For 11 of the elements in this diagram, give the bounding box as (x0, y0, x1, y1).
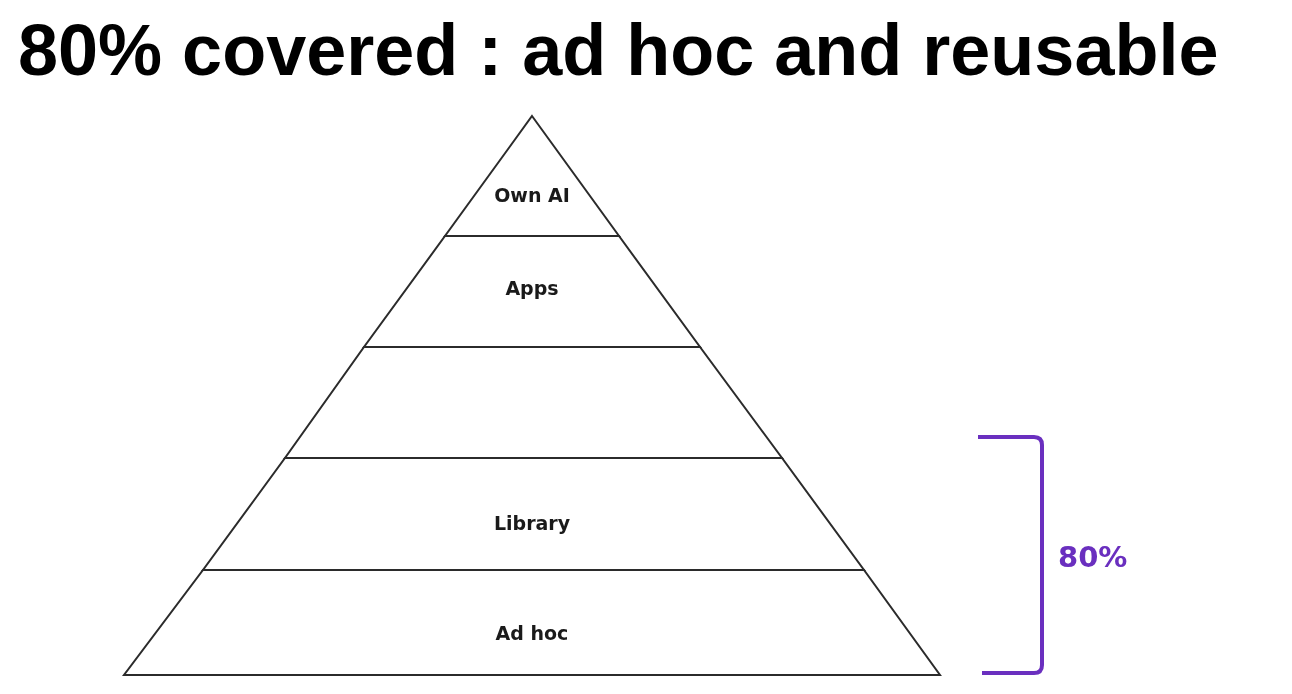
pyramid-tier (364, 236, 700, 347)
pyramid-tier (124, 570, 940, 675)
tier-label: Ad hoc (495, 621, 569, 645)
pyramid-tier (285, 347, 782, 458)
slide-title: 80% covered : ad hoc and reusable (18, 9, 1219, 92)
tier-label: Own AI (494, 183, 570, 207)
pyramid-tier (203, 458, 864, 570)
tier-label: Library (493, 511, 571, 535)
percentage-label: 80% (1058, 539, 1128, 575)
pyramid-tier (445, 116, 619, 236)
tier-label: Apps (505, 276, 559, 300)
